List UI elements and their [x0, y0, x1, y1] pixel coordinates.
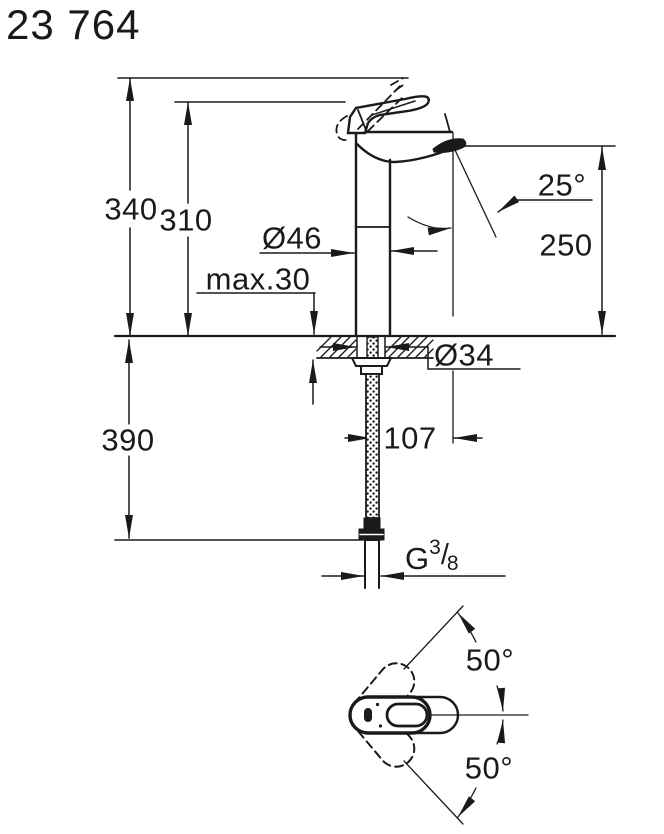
- lever-crease-2: [371, 100, 416, 116]
- angle25-arc: [407, 216, 452, 236]
- spout-outlet-beak: [432, 138, 467, 153]
- dim-label-spout-reach: 107: [383, 420, 437, 456]
- flexible-hose: [365, 373, 380, 519]
- handle-top: [348, 695, 432, 735]
- swivel-ray-lower: [403, 760, 464, 825]
- dim-label-hole-diameter: Ø34: [433, 337, 495, 373]
- spout-angle-line: [454, 149, 497, 238]
- arc-lower-a: [496, 719, 506, 745]
- lever-handle: [346, 95, 430, 135]
- hatch-right: [384, 336, 434, 358]
- thread-slash: /: [440, 539, 449, 571]
- angle25-leader: [497, 195, 520, 213]
- hose-ferrule: [363, 517, 381, 530]
- top-view-drawing: [348, 605, 529, 825]
- reference-lines: [113, 77, 617, 541]
- dim-label-total-height: 340: [101, 193, 161, 225]
- handle-dot-1: [375, 702, 380, 707]
- lever-crease-1: [357, 109, 367, 131]
- dim-label-swivel-lower: 50°: [464, 750, 514, 786]
- head-rear-corner: [444, 113, 451, 133]
- mounting-flange: [350, 357, 393, 367]
- arc-lower-b: [457, 787, 477, 818]
- dim-label-hose-length: 390: [98, 424, 158, 456]
- handle-dot-2: [378, 724, 383, 728]
- side-view-drawing: [113, 77, 617, 589]
- dim-label-spout-angle: 25°: [537, 167, 587, 203]
- supply-hose: [350, 336, 393, 589]
- dim-label-spout-clearance: 250: [539, 227, 593, 263]
- swivel-angle-annotation: [403, 605, 529, 825]
- thread-prefix: G: [405, 541, 430, 576]
- handle-logo-mark: [364, 708, 372, 722]
- hatch-left: [316, 336, 357, 358]
- thread-numerator: 3: [429, 536, 441, 559]
- thread-denominator: 8: [446, 552, 459, 575]
- connection-tube: [364, 539, 380, 589]
- swivel-ray-upper: [403, 605, 464, 670]
- dim-label-body-height: 310: [156, 204, 216, 236]
- dim-label-deck-thickness: max.30: [205, 261, 311, 297]
- arc-upper-a: [457, 612, 477, 643]
- dim-label-thread-size: G 3 / 8: [405, 537, 459, 574]
- spout-underside-curve: [355, 142, 452, 164]
- dim-label-swivel-upper: 50°: [465, 642, 515, 678]
- deck-section: [316, 336, 434, 359]
- mounting-nut: [360, 365, 383, 375]
- dim-label-body-diameter: Ø46: [261, 220, 323, 256]
- faucet-outline: [335, 77, 467, 338]
- lever-raised-dashed: [335, 77, 407, 142]
- product-number: 23 764: [6, 1, 141, 48]
- arc-upper-b: [496, 685, 506, 712]
